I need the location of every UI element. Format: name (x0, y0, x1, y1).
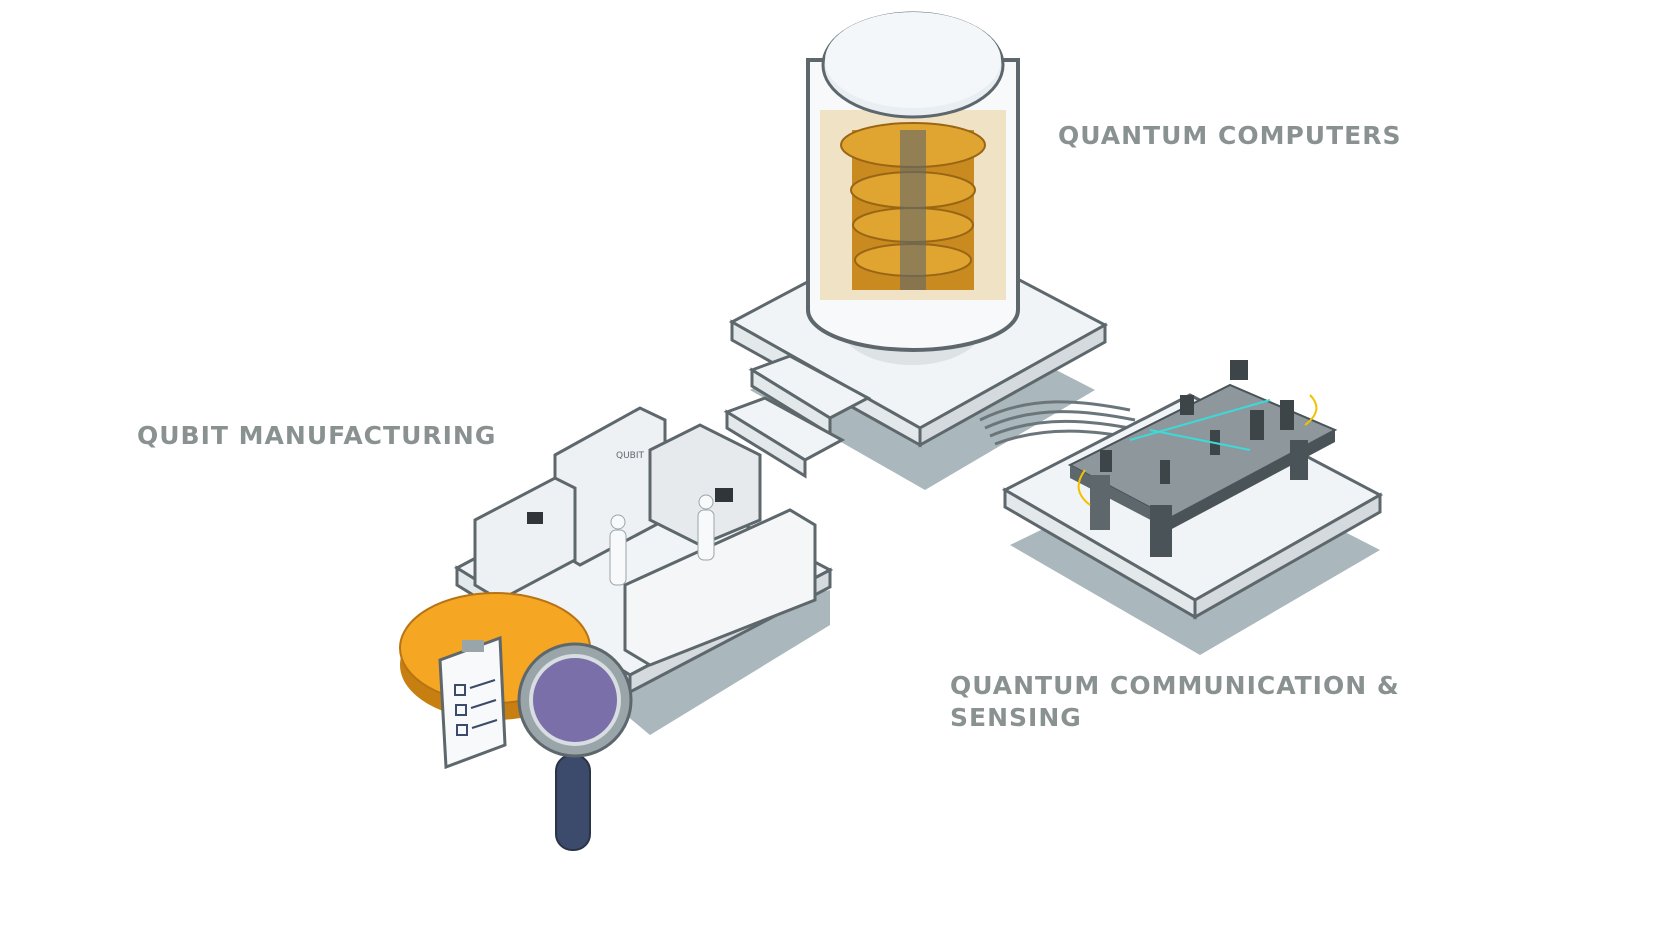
magnifying-glass-icon (517, 642, 633, 851)
label-communication-line2: SENSING (950, 703, 1082, 732)
communication-platform (1001, 360, 1384, 655)
label-qubit-manufacturing: QUBIT MANUFACTURING (137, 421, 497, 450)
machine-logo: QUBIT (616, 451, 645, 461)
gold-stages (840, 122, 986, 290)
label-communication-line1: QUANTUM COMMUNICATION & (950, 671, 1400, 700)
connector-steps (723, 354, 872, 479)
label-quantum-computers: QUANTUM COMPUTERS (1058, 121, 1402, 150)
optical-table (1067, 360, 1338, 557)
label-communication-sensing: QUANTUM COMMUNICATION & SENSING (950, 670, 1400, 734)
clipboard-icon (438, 635, 507, 770)
dilution-refrigerator (806, 11, 1020, 352)
